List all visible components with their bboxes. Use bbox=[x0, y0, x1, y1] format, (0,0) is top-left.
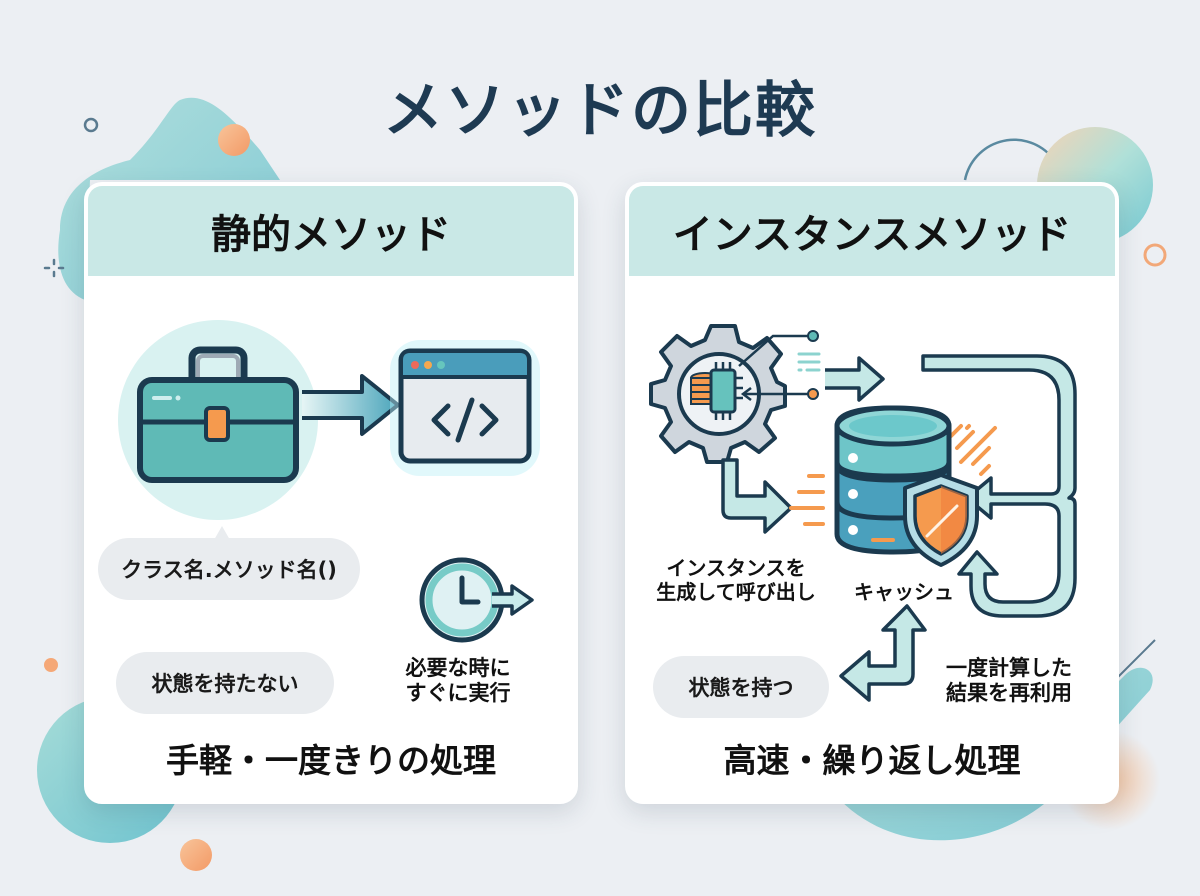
cache-label: キャッシュ bbox=[854, 580, 954, 604]
bg-dot-orange-left bbox=[44, 658, 58, 672]
execution-label-line1: 必要な時に bbox=[405, 656, 511, 680]
create-label-line1: インスタンスを bbox=[666, 556, 806, 580]
sparkle-lines-icon bbox=[949, 424, 997, 476]
instance-card-footer: 高速・繰り返し処理 bbox=[723, 741, 1021, 780]
reuse-label-line1: 一度計算した bbox=[946, 656, 1072, 680]
gear-chip-icon bbox=[649, 324, 821, 464]
return-arrow-icon bbox=[839, 604, 927, 702]
l-arrow-icon bbox=[721, 458, 793, 534]
static-method-card: 静的メソッド クラス名.メソッド名() 状態を持たない 必要な時に す bbox=[84, 182, 578, 804]
clock-forward-icon bbox=[419, 557, 534, 643]
create-label-line2: 生成して呼び出し bbox=[656, 580, 816, 604]
reuse-result-label: 一度計算した 結果を再利用 bbox=[929, 656, 1089, 706]
bg-ring-orange bbox=[1143, 243, 1167, 267]
instance-method-card: インスタンスメソッド bbox=[625, 182, 1119, 804]
pill-pointer-icon bbox=[214, 526, 230, 540]
stateful-pill: 状態を持つ bbox=[653, 656, 829, 718]
static-card-footer: 手軽・一度きりの処理 bbox=[166, 741, 496, 780]
briefcase-icon bbox=[118, 320, 318, 520]
reuse-label-line2: 結果を再利用 bbox=[946, 681, 1072, 706]
execution-label: 必要な時に すぐに実行 bbox=[378, 656, 538, 706]
speed-lines-icon bbox=[789, 474, 825, 526]
shield-icon bbox=[903, 473, 979, 567]
arrow-right-icon bbox=[825, 356, 885, 402]
call-syntax-pill: クラス名.メソッド名() bbox=[98, 538, 360, 600]
instance-card-header: インスタンスメソッド bbox=[629, 186, 1115, 276]
bg-dot-orange-bottom bbox=[180, 839, 212, 871]
execution-label-line2: すぐに実行 bbox=[405, 681, 511, 706]
bg-sparkle bbox=[43, 258, 65, 278]
loop-arrow-icon bbox=[921, 354, 1077, 618]
page-title: メソッドの比較 bbox=[383, 76, 817, 146]
create-instance-label: インスタンスを 生成して呼び出し bbox=[641, 556, 831, 604]
bg-line-diagonal bbox=[1114, 639, 1156, 681]
code-window-icon bbox=[390, 340, 540, 476]
arrow-right-icon bbox=[302, 374, 400, 436]
stateless-pill: 状態を持たない bbox=[116, 652, 334, 714]
static-card-header: 静的メソッド bbox=[88, 186, 574, 276]
